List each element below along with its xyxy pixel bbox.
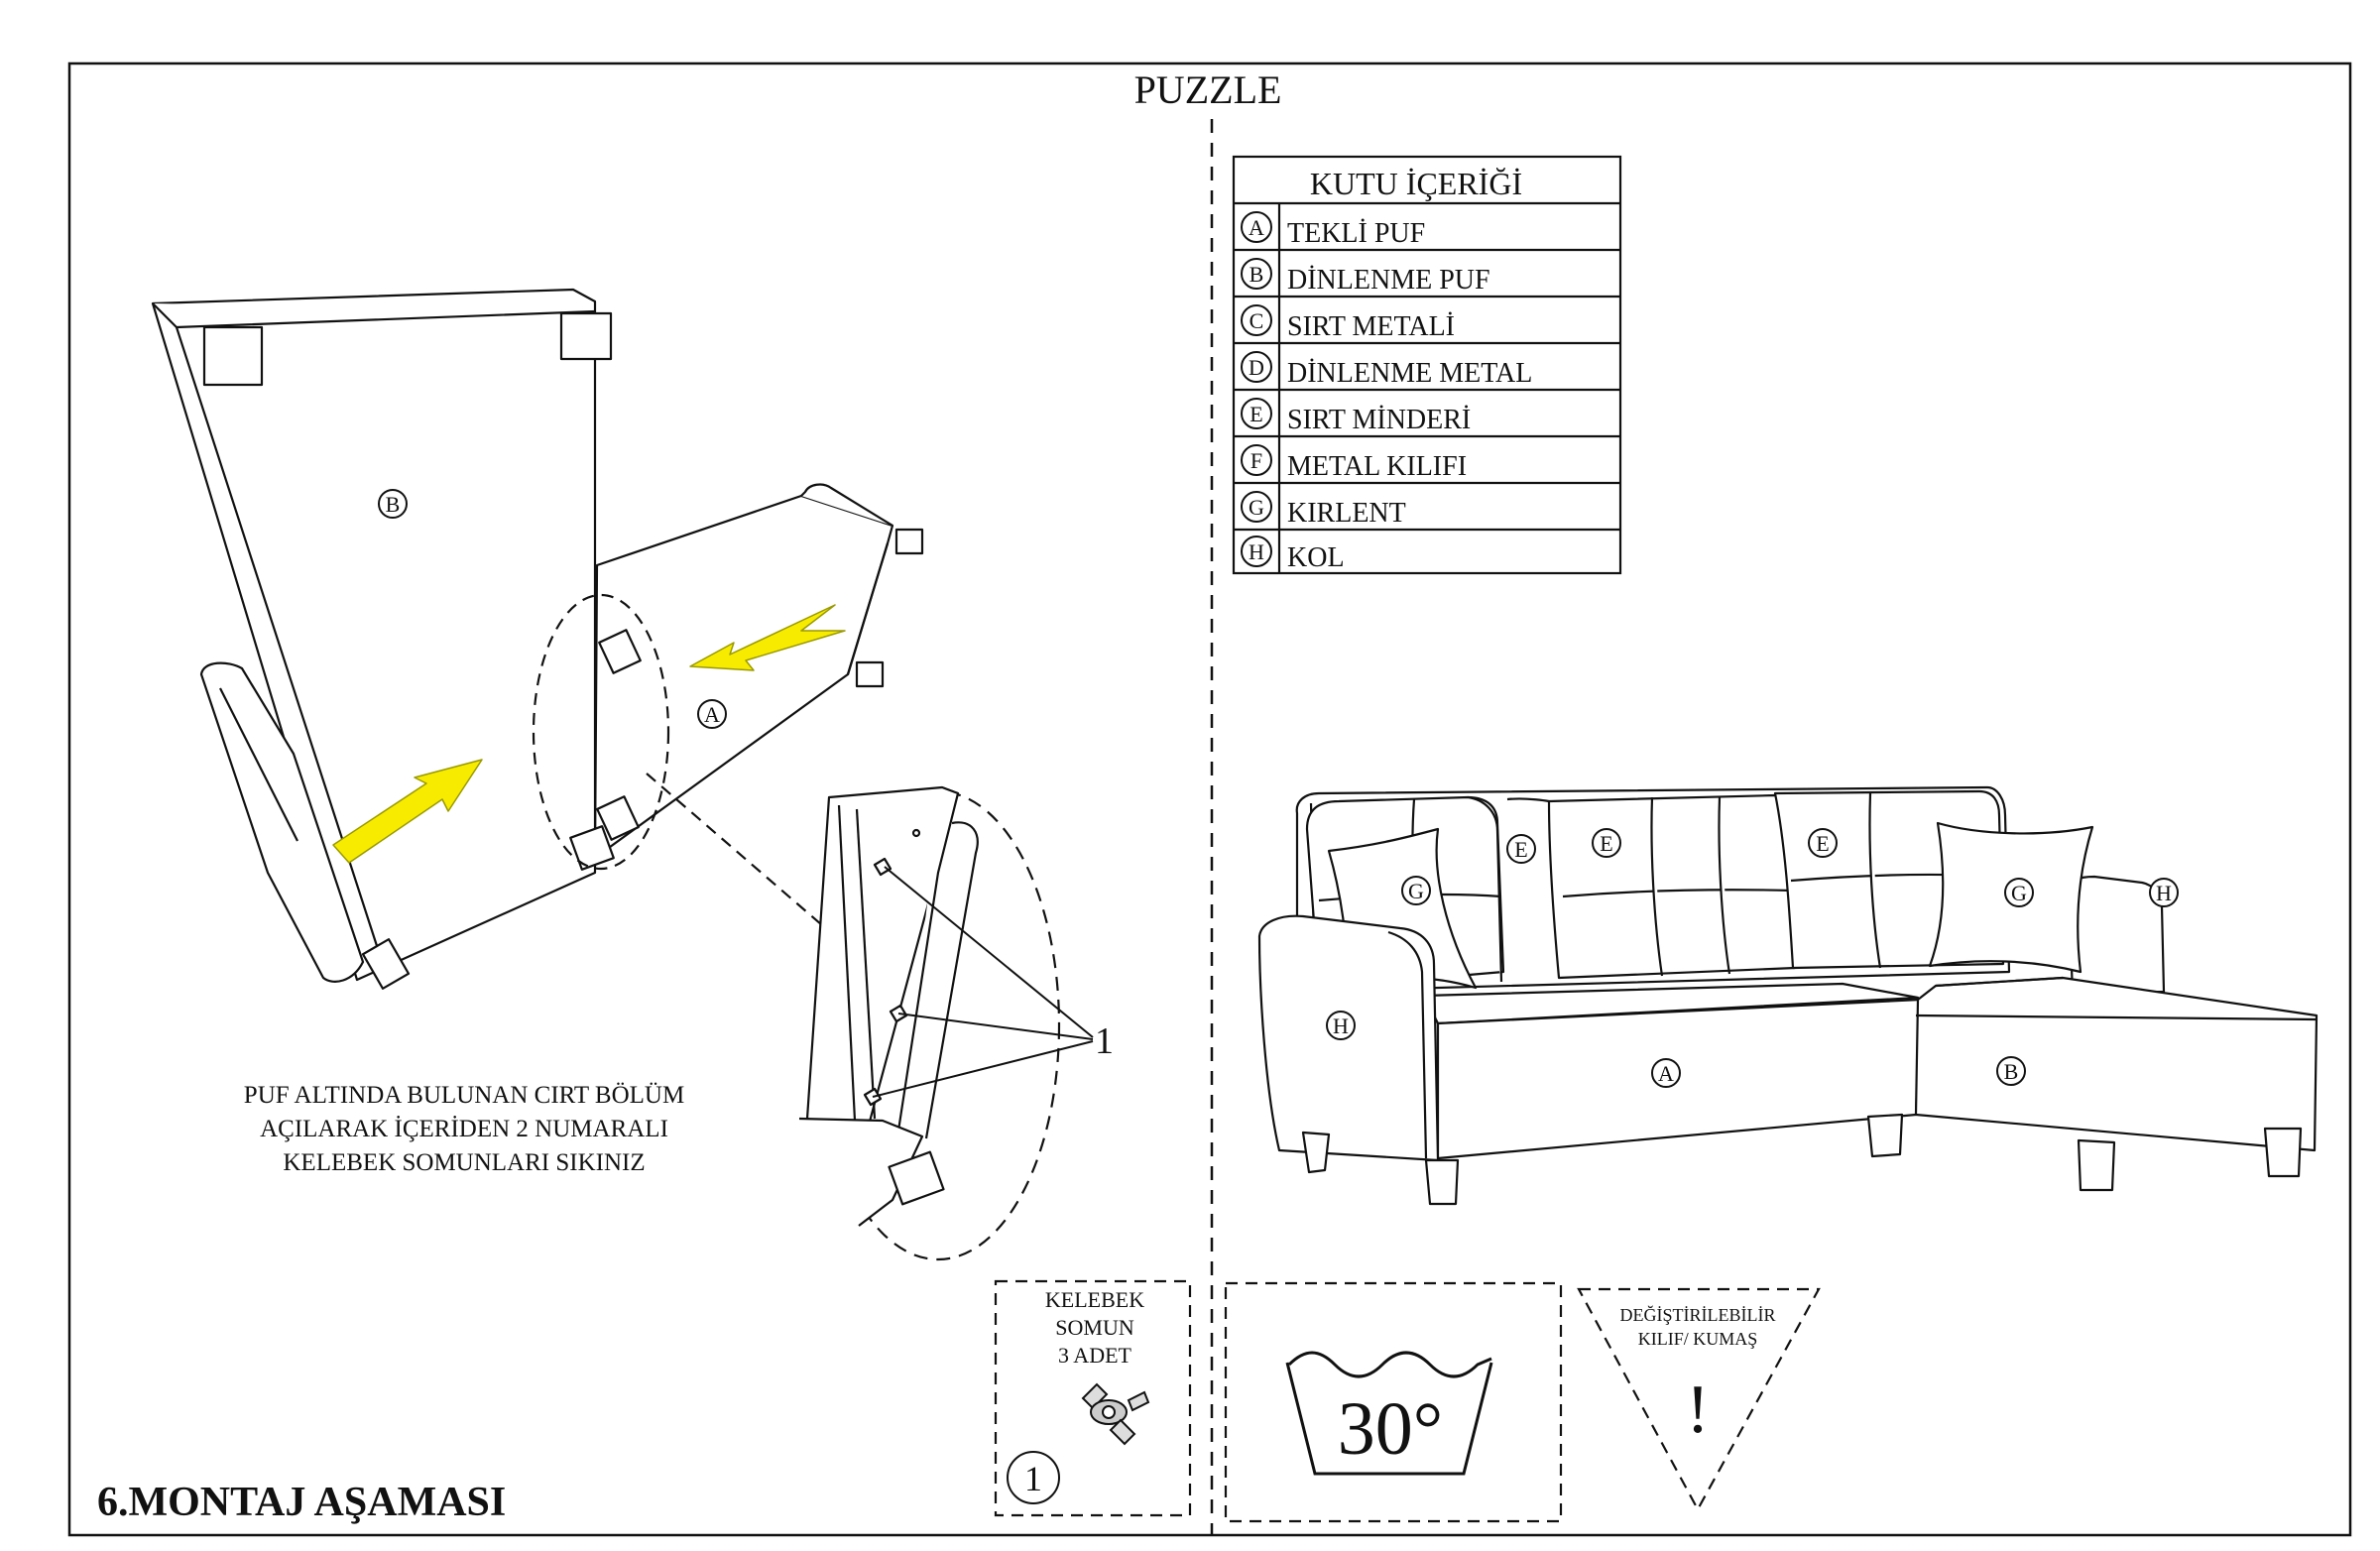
wash-basin-icon (1285, 1351, 1493, 1476)
seat-a-module (593, 483, 924, 860)
hardware-quantity: 3 ADET (1058, 1343, 1132, 1368)
detail-frame-closeup (798, 785, 979, 1227)
zoom-connector (646, 773, 852, 951)
wash-symbol-box: 30° (1224, 1281, 1563, 1523)
sofa-label-e: E (1506, 834, 1536, 864)
svg-text:KIRLENT: KIRLENT (1287, 498, 1406, 529)
svg-text:DİNLENME PUF: DİNLENME PUF (1287, 265, 1490, 296)
leg-block (559, 311, 613, 361)
callout-line (897, 1013, 1094, 1040)
page-title: PUZZLE (1134, 67, 1282, 112)
callout-line (872, 1040, 1094, 1098)
sofa-leg (1301, 1113, 2303, 1206)
box-contents-item: H KOL (1241, 536, 1345, 573)
hardware-name-line2: SOMUN (1055, 1315, 1134, 1340)
svg-text:KOL: KOL (1287, 542, 1345, 573)
svg-text:METAL KILIFI: METAL KILIFI (1287, 451, 1467, 482)
svg-text:G: G (1408, 879, 1424, 903)
warning-line2: KILIF/ KUMAŞ (1638, 1329, 1758, 1349)
detail-focus-ellipse (532, 593, 670, 871)
wing-nut-detail (873, 857, 892, 877)
svg-text:G: G (2011, 881, 2027, 905)
svg-text:F: F (1250, 448, 1262, 473)
sofa-label-g: G (2004, 878, 2034, 907)
leg-block (596, 795, 640, 841)
svg-text:B: B (1250, 262, 1264, 287)
svg-text:A: A (704, 702, 720, 727)
leg-block (888, 1150, 945, 1206)
wing-nut-icon (1081, 1382, 1150, 1446)
svg-text:E: E (1250, 402, 1262, 426)
warning-line1: DEĞİŞTİRİLEBİLİR (1620, 1304, 1776, 1325)
leg-block (598, 629, 642, 674)
svg-text:H: H (2156, 881, 2172, 905)
assembly-label-a: A (697, 699, 727, 729)
svg-text:H: H (1249, 539, 1264, 564)
svg-text:E: E (1514, 837, 1527, 862)
leg-block (894, 528, 924, 555)
svg-text:SIRT MİNDERİ: SIRT MİNDERİ (1287, 405, 1471, 435)
push-arrow-left (332, 759, 483, 864)
svg-text:TEKLİ PUF: TEKLİ PUF (1287, 218, 1425, 249)
svg-text:DİNLENME METAL: DİNLENME METAL (1287, 358, 1532, 389)
sofa-label-h: H (2149, 878, 2179, 907)
svg-text:C: C (1250, 308, 1264, 333)
box-contents-header: KUTU İÇERİĞİ (1310, 166, 1522, 201)
svg-text:AÇILARAK İÇERİDEN 2 NUMARALI: AÇILARAK İÇERİDEN 2 NUMARALI (260, 1116, 668, 1142)
assembly-illustration (151, 288, 1094, 1261)
box-contents-item: D DİNLENME METAL (1241, 351, 1532, 389)
box-contents-item: B DİNLENME PUF (1241, 258, 1490, 296)
svg-text:SIRT METALİ: SIRT METALİ (1287, 311, 1455, 342)
seat-b-module (151, 288, 642, 990)
box-contents-item: G KIRLENT (1241, 491, 1406, 529)
wash-temperature: 30° (1338, 1387, 1443, 1471)
sofa-label-b: B (1996, 1056, 2026, 1086)
sofa-label-e: E (1592, 828, 1621, 858)
hardware-number: 1 (1024, 1459, 1042, 1498)
svg-text:H: H (1333, 1014, 1349, 1038)
leg-block (855, 660, 885, 688)
svg-text:E: E (1600, 831, 1612, 856)
leg-block (202, 325, 264, 387)
sofa-label-e: E (1808, 828, 1838, 858)
box-contents-table (1232, 155, 1622, 575)
box-contents-item: E SIRT MİNDERİ (1241, 398, 1471, 435)
box-contents-item: A TEKLİ PUF (1241, 211, 1425, 249)
hardware-box: KELEBEK SOMUN 3 ADET 1 (994, 1279, 1192, 1517)
svg-text:D: D (1249, 355, 1264, 380)
svg-text:PUF ALTINDA BULUNAN CIRT BÖLÜM: PUF ALTINDA BULUNAN CIRT BÖLÜM (244, 1082, 684, 1109)
svg-text:A: A (1658, 1061, 1674, 1086)
back-cushion (1547, 793, 1797, 980)
sofa-label-h: H (1326, 1011, 1356, 1040)
sofa-label-g: G (1401, 876, 1431, 905)
svg-text:B: B (2004, 1059, 2019, 1084)
svg-text:KELEBEK SOMUNLARI SIKINIZ: KELEBEK SOMUNLARI SIKINIZ (283, 1149, 645, 1176)
box-contents-item: F METAL KILIFI (1241, 444, 1467, 482)
svg-text:E: E (1816, 831, 1829, 856)
leg-block (361, 938, 411, 990)
assembly-label-b: B (378, 489, 408, 519)
svg-text:G: G (1249, 495, 1264, 520)
box-contents-item: C SIRT METALİ (1241, 304, 1455, 342)
sofa-label-a: A (1651, 1058, 1681, 1088)
warning-triangle-icon: DEĞİŞTİRİLEBİLİR KILIF/ KUMAŞ ! (1577, 1287, 1821, 1512)
push-arrow-right (689, 604, 846, 671)
hardware-name-line1: KELEBEK (1045, 1287, 1144, 1312)
leg-block (569, 825, 615, 871)
callout-number: 1 (1095, 1020, 1114, 1062)
svg-text:A: A (1249, 215, 1264, 240)
sofa-illustration (1257, 785, 2319, 1206)
callout-line (884, 866, 1094, 1038)
instruction-text: PUF ALTINDA BULUNAN CIRT BÖLÜM AÇILARAK … (244, 1082, 684, 1176)
stage-title: 6.MONTAJ AŞAMASI (97, 1480, 506, 1525)
svg-text:B: B (386, 492, 401, 517)
warning-mark: ! (1686, 1372, 1709, 1448)
sheet-frame (67, 61, 2352, 1537)
